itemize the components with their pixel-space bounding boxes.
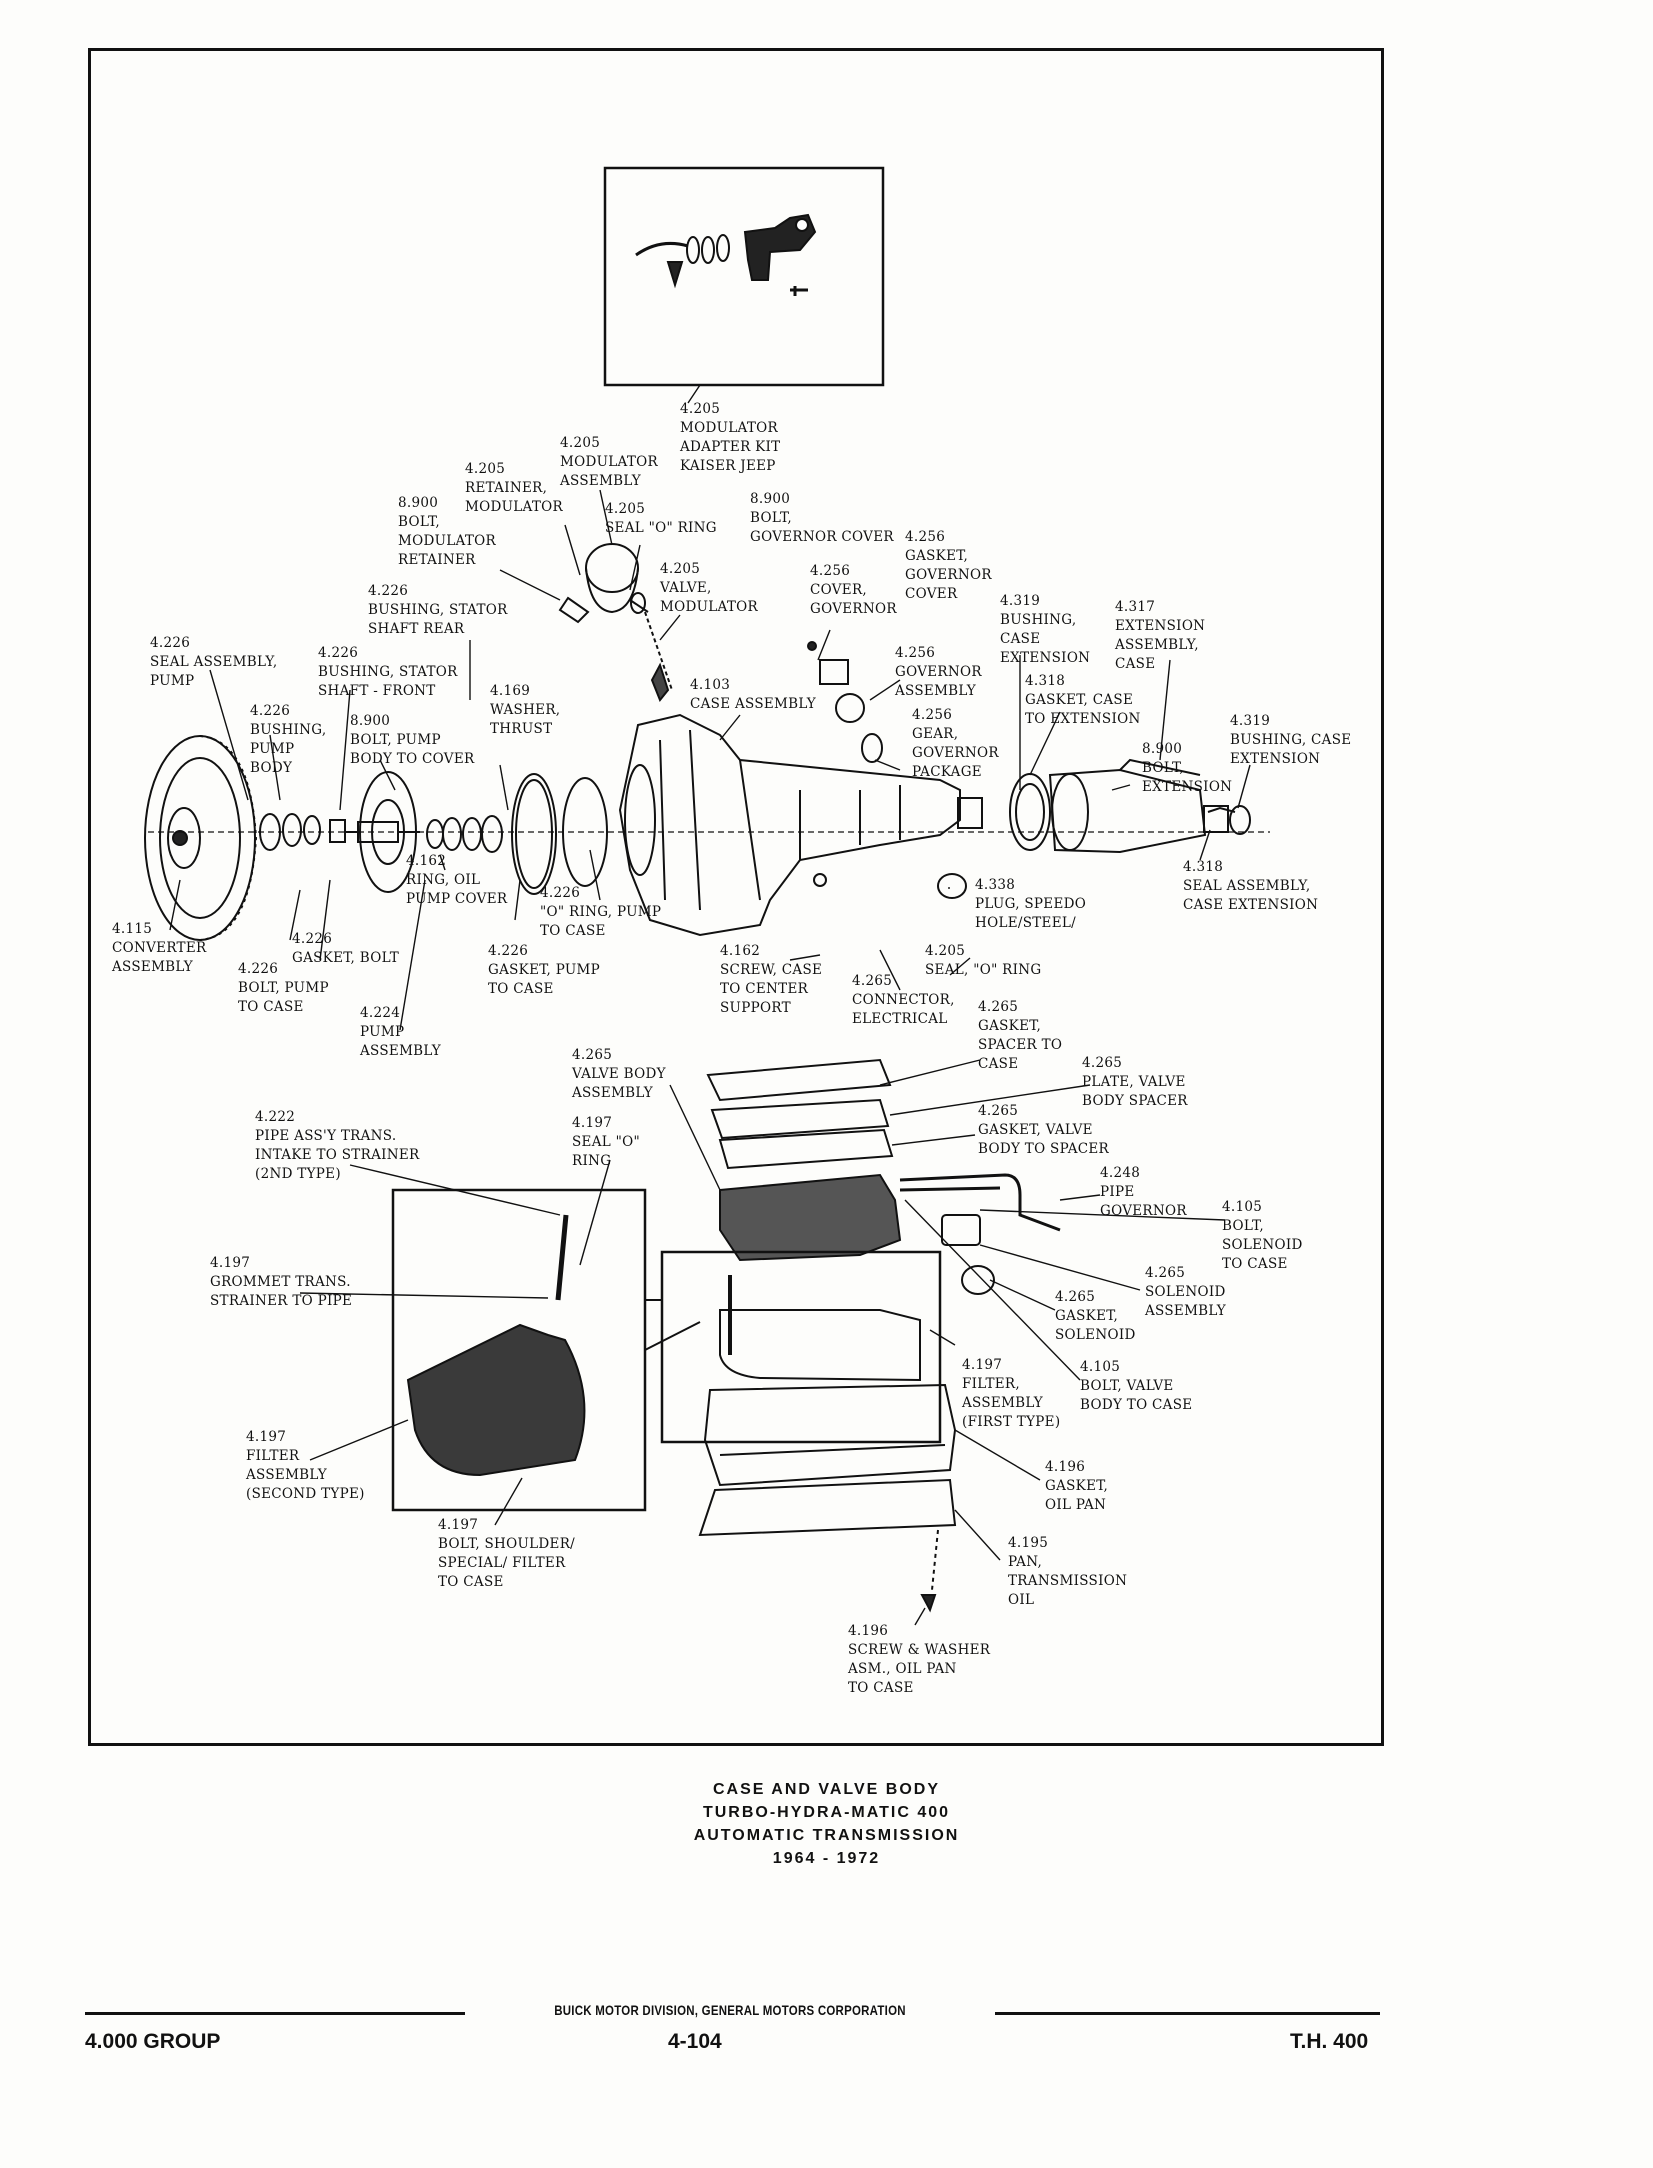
caption-line-2: TURBO-HYDRA-MATIC 400 — [702, 1804, 951, 1821]
adapter-kit-inset-box — [603, 166, 885, 387]
footer-division: BUICK MOTOR DIVISION, GENERAL MOTORS COR… — [554, 2002, 906, 2018]
diagram-frame — [88, 48, 1384, 1746]
case-extension-part — [1048, 758, 1207, 854]
filter-first-type-inset — [660, 1250, 942, 1444]
modulator-adapter-kit-parts — [635, 213, 817, 296]
torque-converter-part — [144, 735, 258, 941]
footer-rule-left — [85, 2012, 465, 2015]
caption-line-4: 1964 - 1972 — [772, 1850, 881, 1867]
caption-line-3: AUTOMATIC TRANSMISSION — [693, 1827, 960, 1844]
figure-caption: CASE AND VALVE BODY TURBO-HYDRA-MATIC 40… — [0, 1778, 1653, 1870]
oil-pan-part — [698, 1383, 957, 1537]
footer-group: 4.000 GROUP — [85, 2030, 221, 2053]
valve-body-stack-part — [706, 1058, 902, 1262]
footer-rule-right — [995, 2012, 1380, 2015]
footer-model: T.H. 400 — [1290, 2030, 1369, 2053]
caption-line-1: CASE AND VALVE BODY — [712, 1781, 941, 1798]
case-assembly-part — [618, 713, 961, 937]
footer-page-number: 4-104 — [668, 2030, 722, 2053]
modulator-assembly-part — [558, 543, 673, 702]
